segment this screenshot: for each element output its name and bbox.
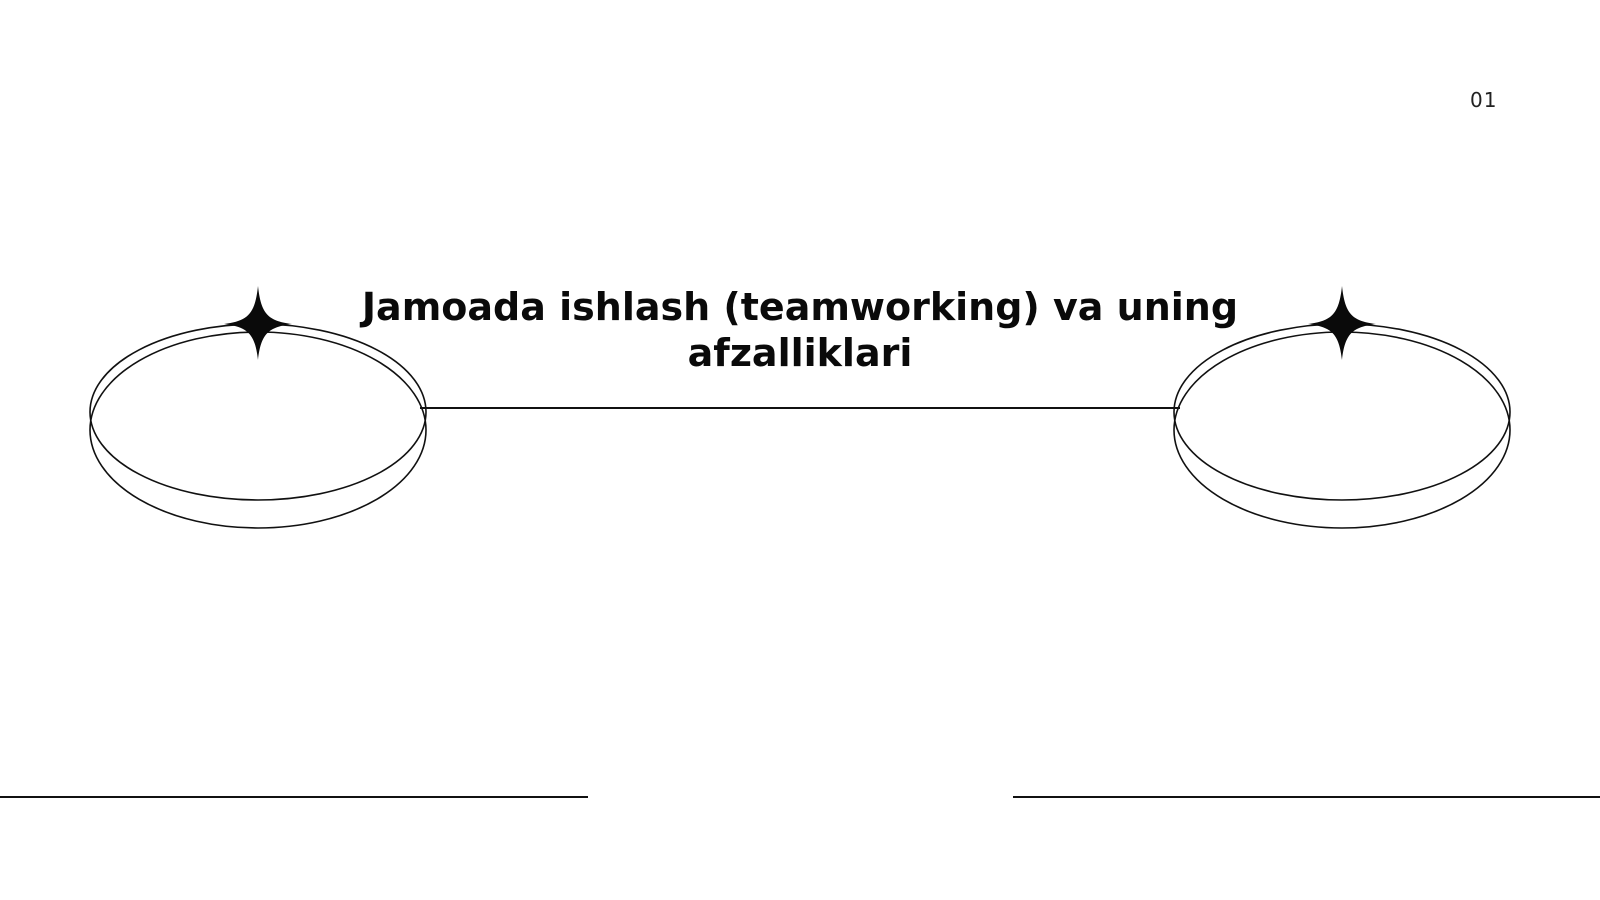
- right-sparkle-icon: [1308, 286, 1376, 360]
- page-number: 01: [1470, 88, 1498, 112]
- left-sparkle-icon: [224, 286, 292, 360]
- slide-title: Jamoada ishlash (teamworking) va uning a…: [361, 285, 1239, 375]
